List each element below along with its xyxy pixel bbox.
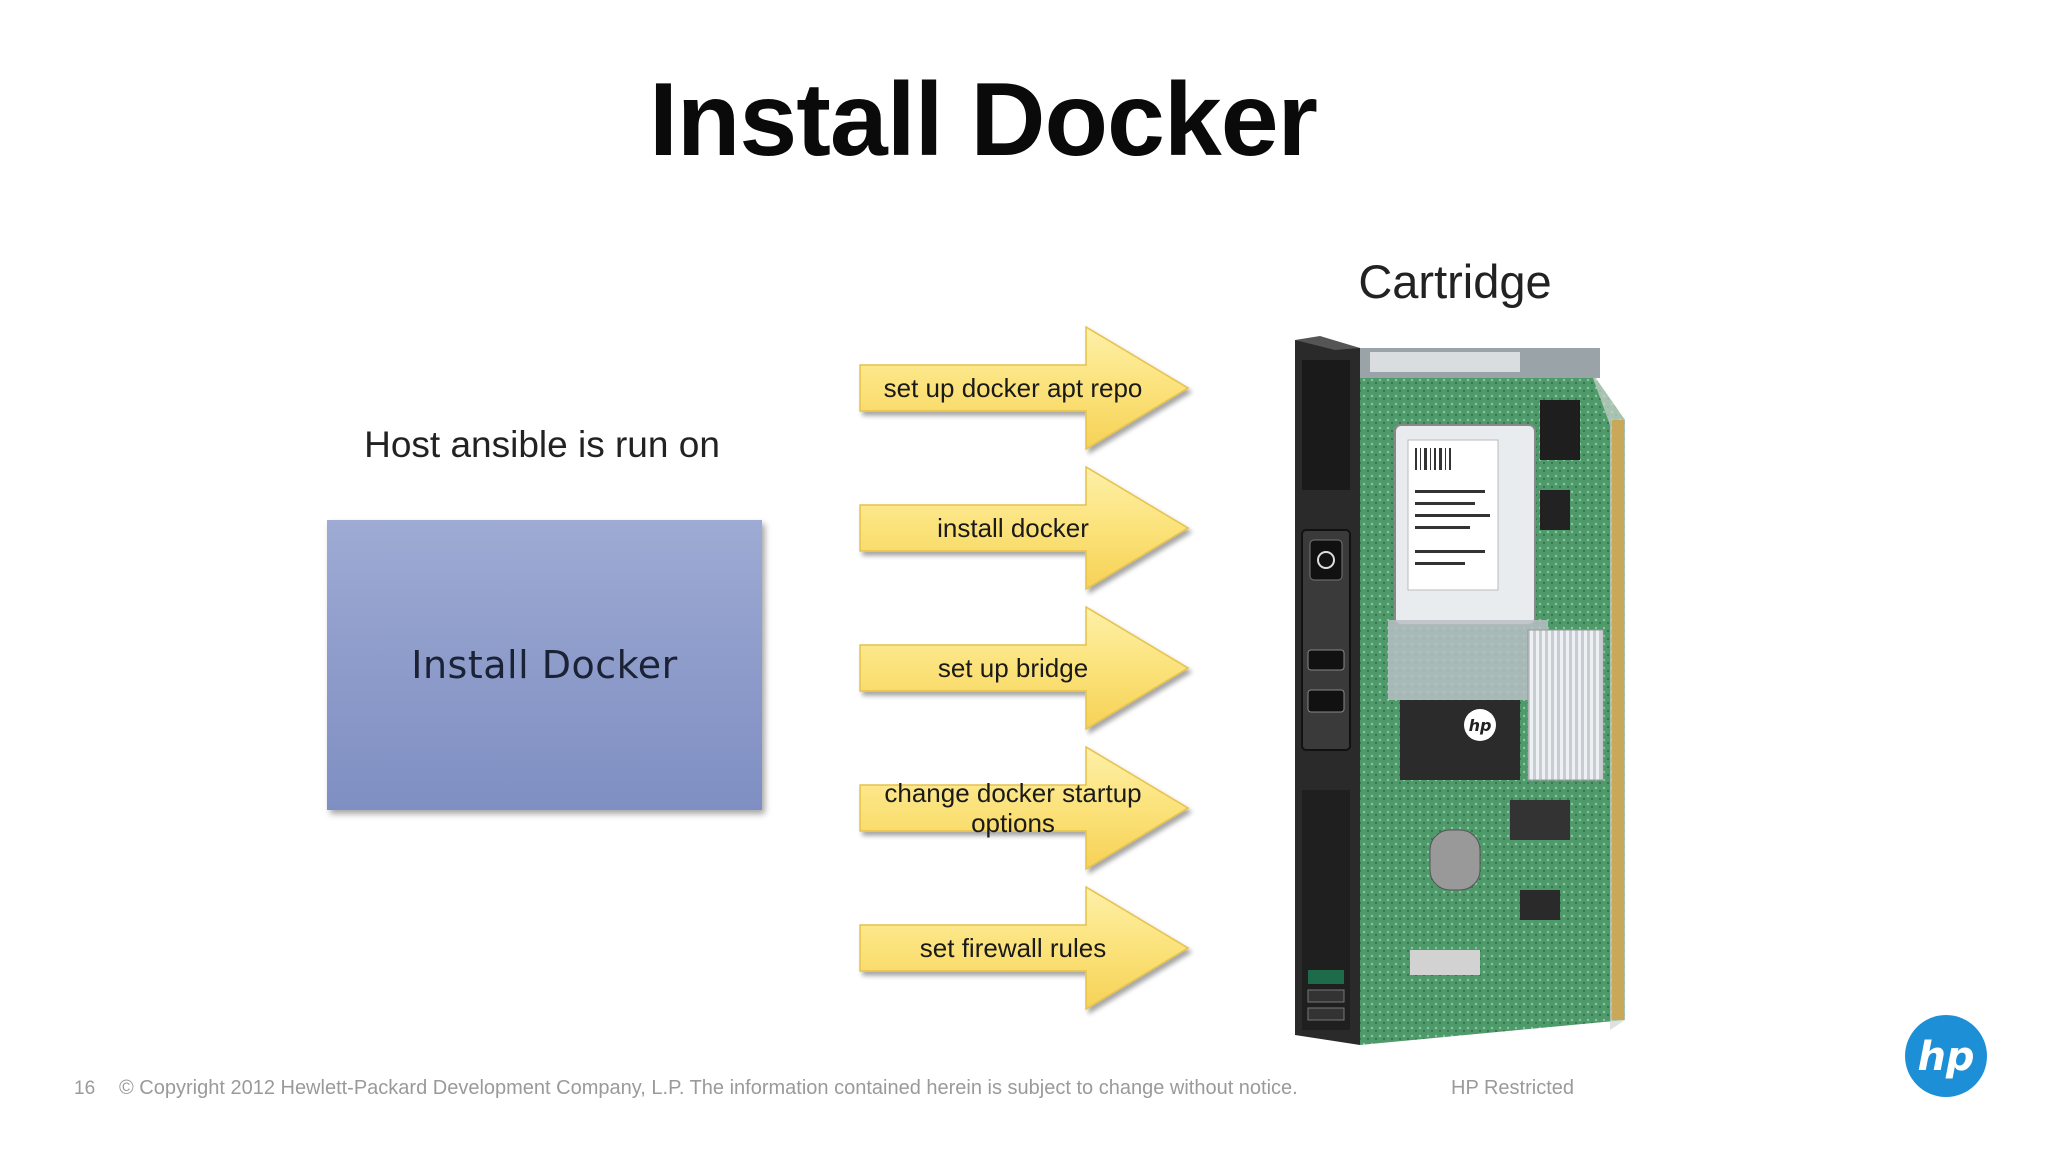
step-arrow-3: set up bridge xyxy=(858,605,1193,731)
slide-title: Install Docker xyxy=(648,62,1318,178)
step-label-4: change docker startup options xyxy=(884,778,1142,838)
step-label-3: set up bridge xyxy=(937,653,1089,683)
cartridge-label: Cartridge xyxy=(1358,255,1552,308)
step-label-1: set up docker apt repo xyxy=(883,373,1143,403)
step-arrow-1: set up docker apt repo xyxy=(858,325,1193,451)
classification-label: HP Restricted xyxy=(1451,1077,1575,1099)
host-box-text: Install Docker xyxy=(411,643,678,687)
svg-text:hp: hp xyxy=(1469,716,1492,735)
step-label-5: set firewall rules xyxy=(919,933,1107,963)
copyright-notice: © Copyright 2012 Hewlett-Packard Develop… xyxy=(119,1077,1298,1099)
step-label-2: install docker xyxy=(937,513,1089,543)
page-number: 16 xyxy=(74,1078,96,1099)
step-arrow-4: change docker startup options xyxy=(858,745,1193,871)
svg-text:hp: hp xyxy=(1917,1034,1974,1080)
host-label: Host ansible is run on xyxy=(364,424,720,465)
host-box: Install Docker xyxy=(327,520,762,810)
step-arrow-5: set firewall rules xyxy=(858,885,1193,1011)
hp-logo: hp xyxy=(1905,1015,1987,1097)
step-arrow-2: install docker xyxy=(858,465,1193,591)
server-cartridge-image: hp xyxy=(1295,336,1625,1045)
